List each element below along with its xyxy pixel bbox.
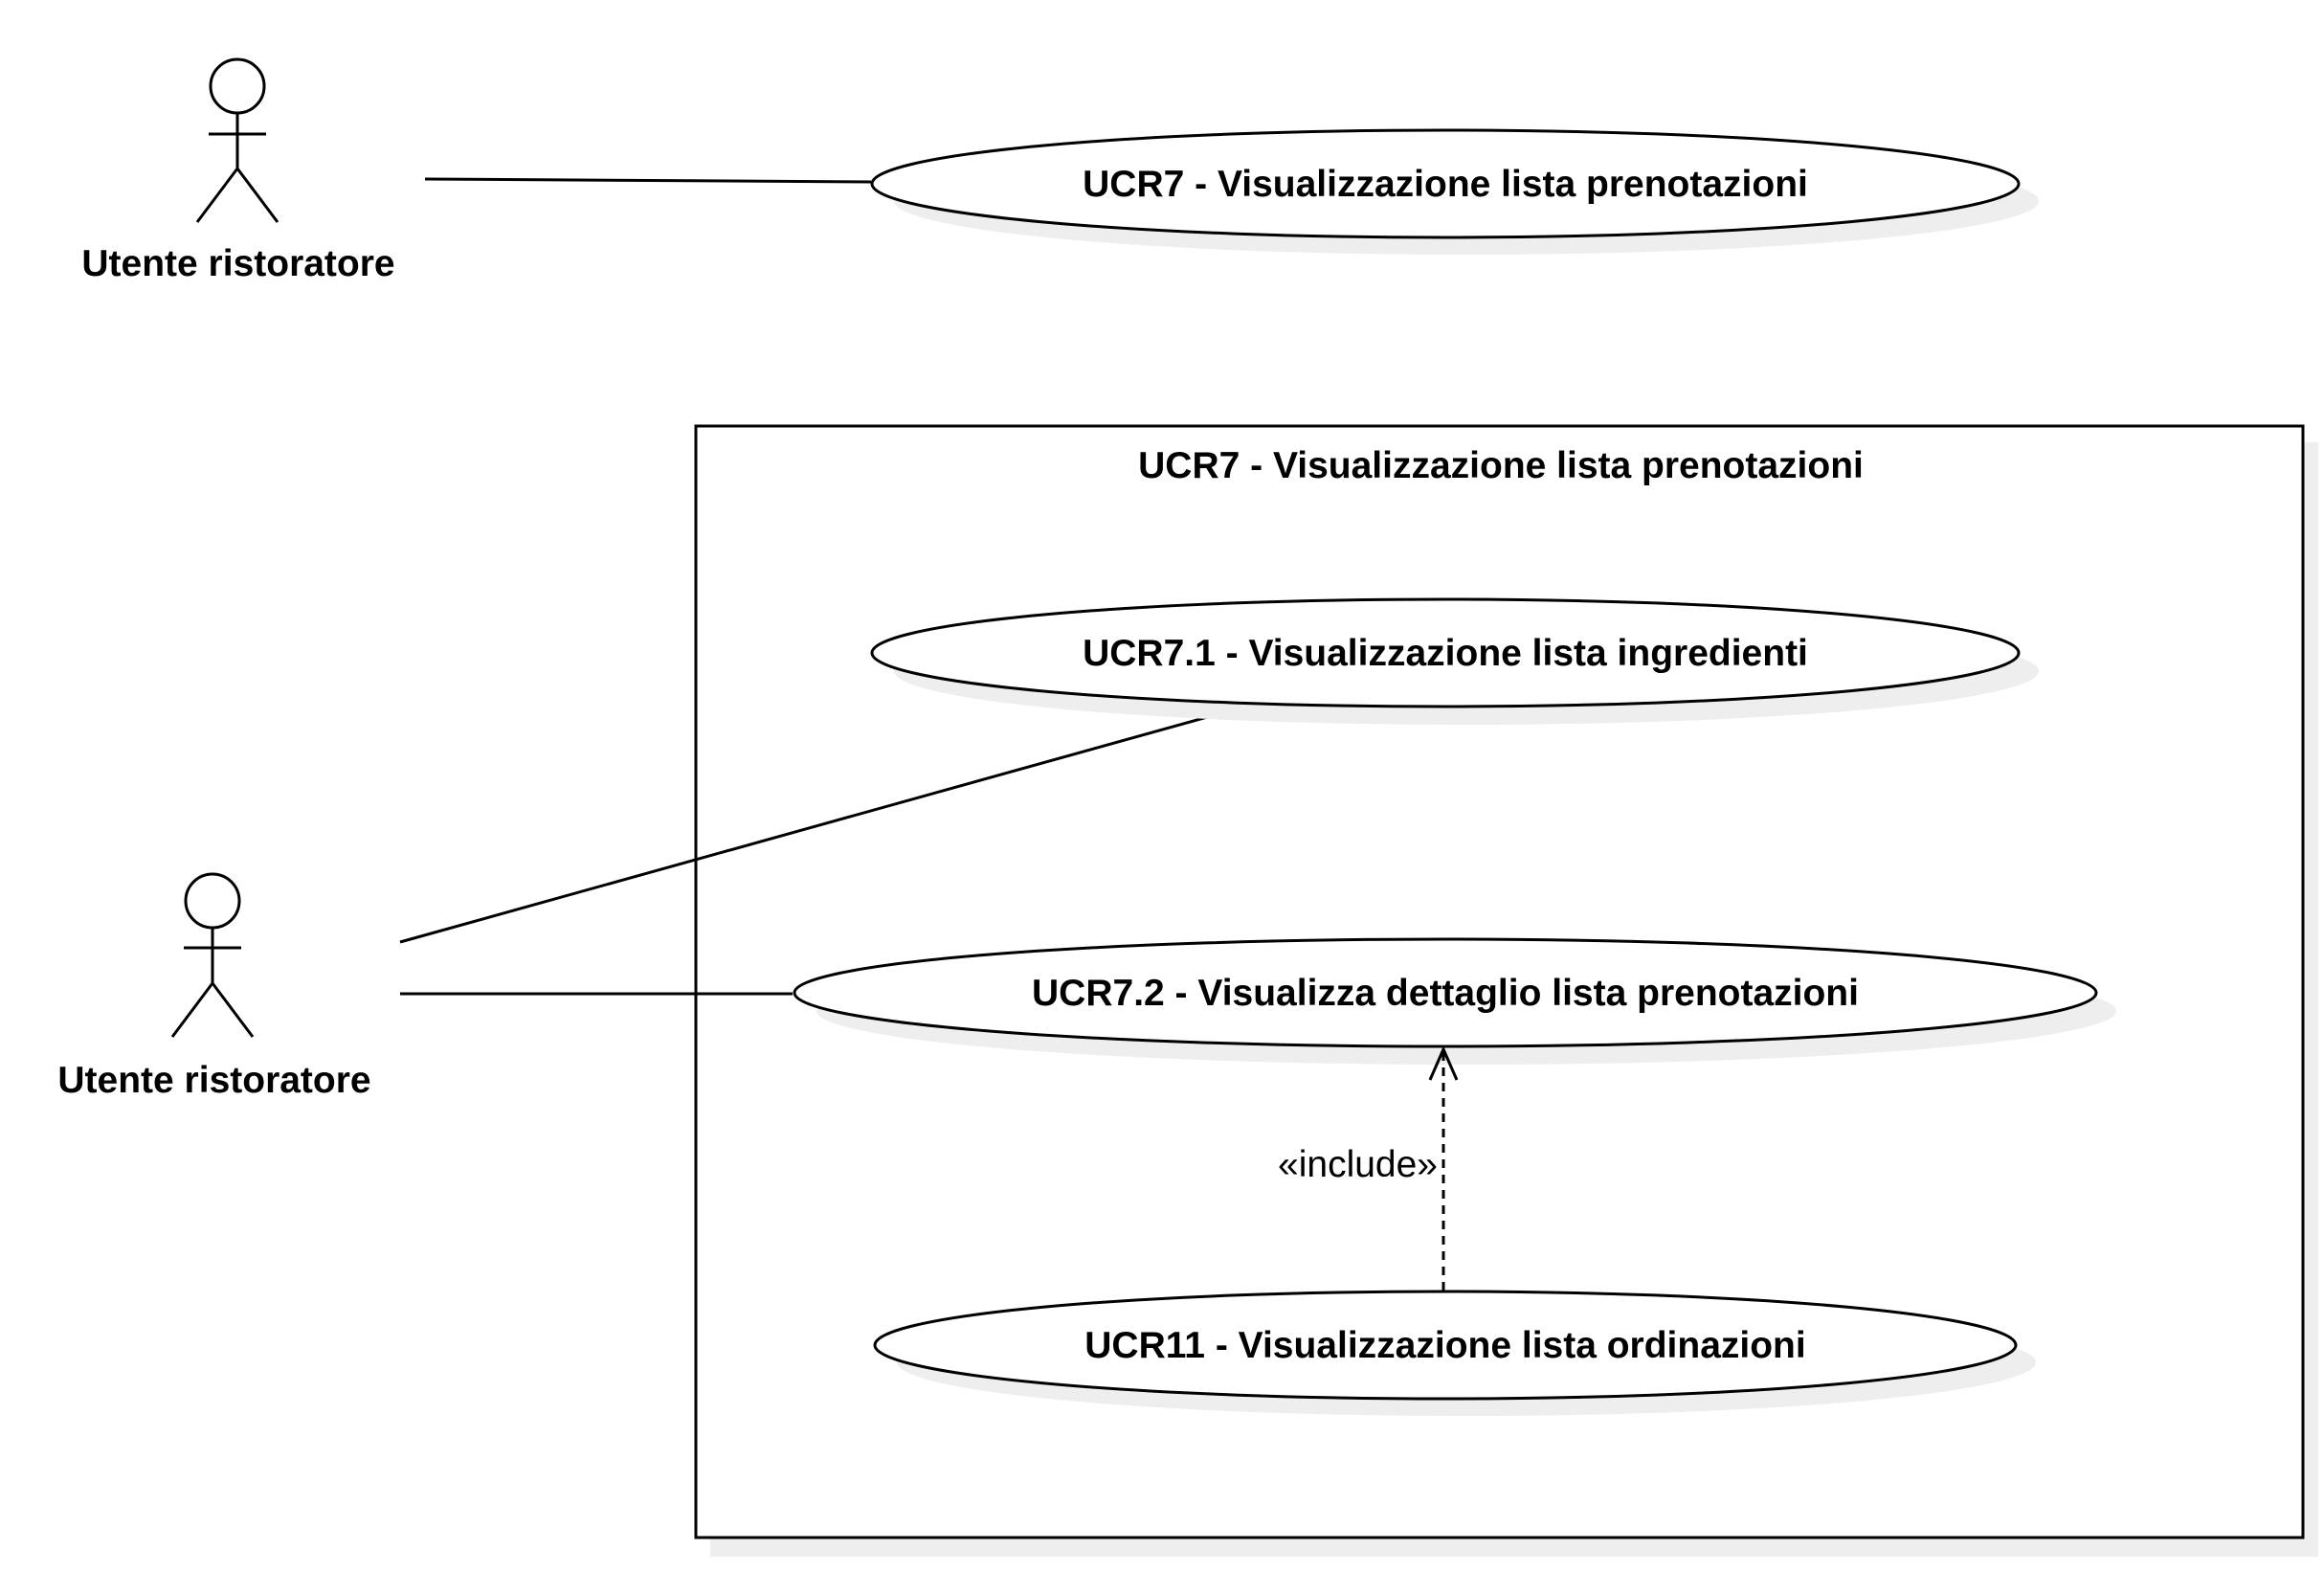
use-case-ucr11[interactable]: UCR11 - Visualizzazione lista ordinazion… [873,1290,2036,1416]
system-boundary-title: UCR7 - Visualizzazione lista prenotazion… [1138,445,1864,486]
include-label: «include» [1278,1144,1438,1185]
use-case-ucr11-label: UCR11 - Visualizzazione lista ordinazion… [1084,1325,1805,1366]
association-line-top [424,177,872,184]
use-case-ucr7-2[interactable]: UCR7.2 - Visualizza dettaglio lista pren… [793,937,2116,1065]
association-line-ucr7-1 [399,707,1236,944]
use-case-top[interactable]: UCR7 - Visualizzazione lista prenotazion… [870,128,2039,255]
use-case-ucr7-1[interactable]: UCR7.1 - Visualizzazione lista ingredien… [870,597,2039,725]
stick-figure-icon [195,57,279,223]
use-case-ucr7-1-label: UCR7.1 - Visualizzazione lista ingredien… [1083,633,1808,674]
actor-bottom-label: Utente ristoratore [57,1060,370,1101]
use-case-ucr7-2-label: UCR7.2 - Visualizza dettaglio lista pren… [1032,973,1859,1014]
actor-top[interactable]: Utente ristoratore [81,57,395,284]
actor-top-label: Utente ristoratore [81,243,394,284]
include-dependency: «include» [1278,1045,1459,1291]
actor-bottom[interactable]: Utente ristoratore [57,872,371,1101]
use-case-top-label: UCR7 - Visualizzazione lista prenotazion… [1083,164,1808,205]
arrowhead-icon [1428,1045,1459,1081]
stick-figure-icon [170,872,255,1038]
